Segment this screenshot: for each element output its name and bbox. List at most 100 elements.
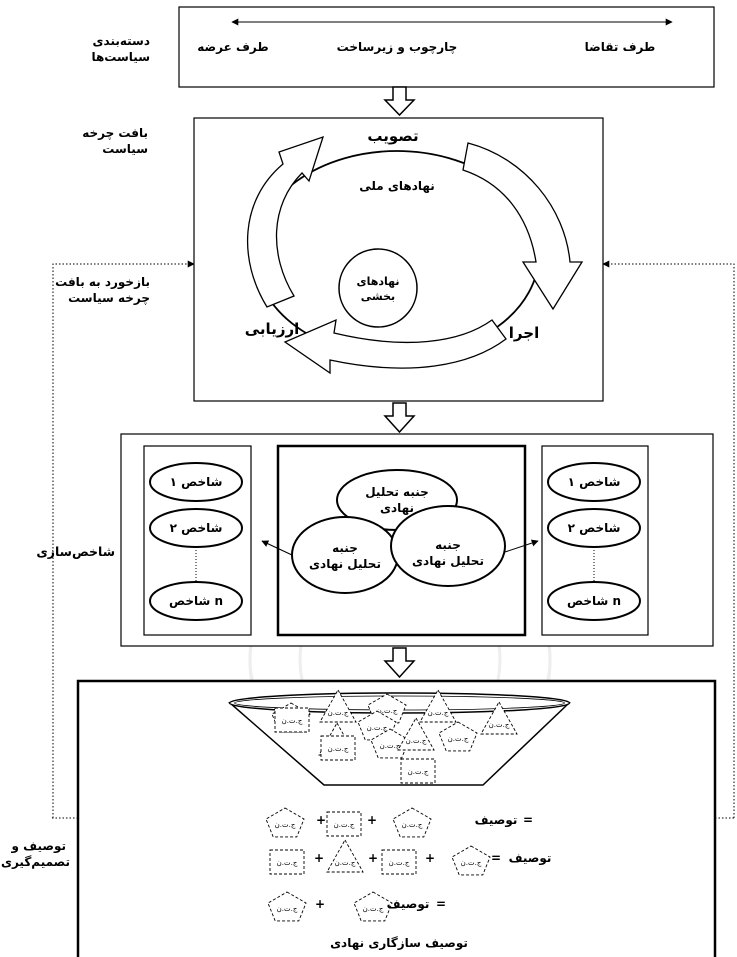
indicator-2-left-label: شاخص ۲ <box>170 521 223 535</box>
aspect-right-label-2: تحلیل نهادی <box>412 554 484 568</box>
label-policy-classification-1: دسته‌بندی <box>93 34 150 48</box>
sectoral-institutions-label-2: بخشی <box>361 290 395 303</box>
label-policy-classification-2: سیاست‌ها <box>91 50 150 64</box>
equation-3-description: توصیف <box>387 897 430 912</box>
indicator-1-left-label: شاخص ۱ <box>170 475 223 489</box>
token-label: ج.ت.ن <box>489 721 510 729</box>
arrow-to-left-indicators <box>261 540 293 556</box>
token-shape-rect <box>320 735 356 761</box>
aspect-right-label-1: جنبه <box>435 538 461 552</box>
label-feedback-2: چرخه سیاست <box>68 291 150 305</box>
equation-1-description: توصیف <box>475 813 518 828</box>
equation-3-plus: + <box>315 897 325 911</box>
token-label: ج.ت.ن <box>389 859 410 867</box>
equation-1-plus-2: + <box>316 813 326 827</box>
supply-side-label: طرف عرضه <box>197 40 268 54</box>
token-shape-rect <box>269 849 305 875</box>
cycle-arrow-evaluation-to-approval <box>246 135 325 308</box>
equation-2-plus-1: + <box>425 851 435 865</box>
token-label: ج.ت.ن <box>406 737 427 745</box>
aspect-left-label-2: تحلیل نهادی <box>309 557 381 571</box>
token-shape-rect <box>274 707 310 733</box>
aspect-ellipse-left <box>291 516 399 594</box>
token-shape-penta <box>353 891 393 922</box>
token-shape-tri <box>480 701 518 735</box>
equation-2-plus-3: + <box>314 851 324 865</box>
token-shape-penta <box>370 728 410 759</box>
equation-1-plus-1: + <box>367 813 377 827</box>
token-label: ج.ت.ن <box>380 742 401 750</box>
token-shapes: ج.ت.ن ج.ت.ن ج.ت.ن ج.ت.ن ج.ت.ن ج.ت.ن ج.ت.ن ج.ت.ن… <box>265 689 518 922</box>
token-label: ج.ت.ن <box>282 717 303 725</box>
token-label: ج.ت.ن <box>448 735 469 743</box>
token-shape-tri <box>326 839 364 873</box>
token-label: ج.ت.ن <box>334 821 355 829</box>
demand-side-label: طرف تقاضا <box>585 40 656 54</box>
token-shape-tri <box>397 717 435 751</box>
cycle-arrow-approval-to-implementation <box>462 142 584 311</box>
aspect-top-label-1: جنبه تحلیل <box>365 485 429 499</box>
token-label: ج.ت.ن <box>377 707 398 715</box>
framework-label: چارچوب و زیرساخت <box>337 40 458 55</box>
feedback-line-left <box>52 260 195 818</box>
label-policy-cycle-1: بافت چرخه <box>82 126 148 140</box>
token-label: ج.ت.ن <box>402 821 423 829</box>
approval-label: تصویب <box>367 127 418 145</box>
indicator-n-right <box>547 581 641 621</box>
token-label: ج.ت.ن <box>461 859 482 867</box>
indicator-n-left <box>149 581 243 621</box>
token-shape-rect <box>326 811 362 837</box>
down-arrow-3 <box>383 647 416 679</box>
token-label: ج.ت.ن <box>367 724 388 732</box>
down-arrow-1 <box>383 86 416 117</box>
label-description-decision-1: توصیف و <box>11 839 66 854</box>
equation-2-description: توصیف <box>509 851 552 866</box>
national-institutions-label: نهادهای ملی <box>359 179 435 193</box>
token-shape-rect <box>381 849 417 875</box>
token-label: ج.ت.ن <box>328 745 349 753</box>
equation-1-equals: = <box>523 813 533 827</box>
token-label: ج.ت.ن <box>428 709 449 717</box>
token-label: ج.ت.ن <box>408 768 429 776</box>
implementation-label: اجرا <box>509 324 539 342</box>
caption: توصیف سازگاری نهادی <box>330 936 468 951</box>
equation-2-plus-2: + <box>368 851 378 865</box>
token-shape-penta <box>451 845 491 876</box>
token-shape-penta <box>438 721 478 752</box>
label-indicator-building: شاخص‌سازی <box>36 544 115 559</box>
token-label: ج.ت.ن <box>328 709 349 717</box>
aspect-top-label-2: نهادی <box>380 501 414 515</box>
label-policy-cycle-2: سیاست <box>102 142 148 156</box>
indicator-2-right-label: شاخص ۲ <box>568 521 621 535</box>
token-label: ج.ت.ن <box>275 821 296 829</box>
evaluation-label: ارزیابی <box>245 320 300 338</box>
indicator-1-right-label: شاخص ۱ <box>568 475 621 489</box>
token-shape-penta <box>392 807 432 838</box>
token-shape-rect <box>400 758 436 784</box>
indicator-1-right <box>547 462 641 502</box>
indicator-1-left <box>149 462 243 502</box>
equation-3-equals: = <box>436 897 446 911</box>
token-label: ج.ت.ن <box>277 905 298 913</box>
token-shape-tri <box>419 689 457 723</box>
down-arrow-2 <box>383 402 416 434</box>
aspect-left-label-1: جنبه <box>332 541 358 555</box>
label-feedback-1: بازخورد به بافت <box>55 275 150 290</box>
token-label: ج.ت.ن <box>335 859 356 867</box>
token-shape-penta <box>265 807 305 838</box>
indicator-n-left-label: شاخص n <box>169 594 223 608</box>
label-description-decision-2: تصمیم‌گیری <box>1 855 70 869</box>
equation-2-equals: = <box>491 851 501 865</box>
token-shape-tri <box>319 689 357 723</box>
sectoral-institutions-circle <box>338 248 418 328</box>
feedback-line-right <box>602 260 735 818</box>
aspect-ellipse-right <box>390 505 506 587</box>
token-label: ج.ت.ن <box>277 859 298 867</box>
sectoral-institutions-label-1: نهادهای <box>356 275 399 288</box>
arrow-to-right-indicators <box>504 539 539 553</box>
cycle-arrow-implementation-to-evaluation <box>283 318 507 375</box>
token-shape-penta <box>267 891 307 922</box>
token-label: ج.ت.ن <box>363 905 384 913</box>
indicator-n-right-label: شاخص n <box>567 594 621 608</box>
